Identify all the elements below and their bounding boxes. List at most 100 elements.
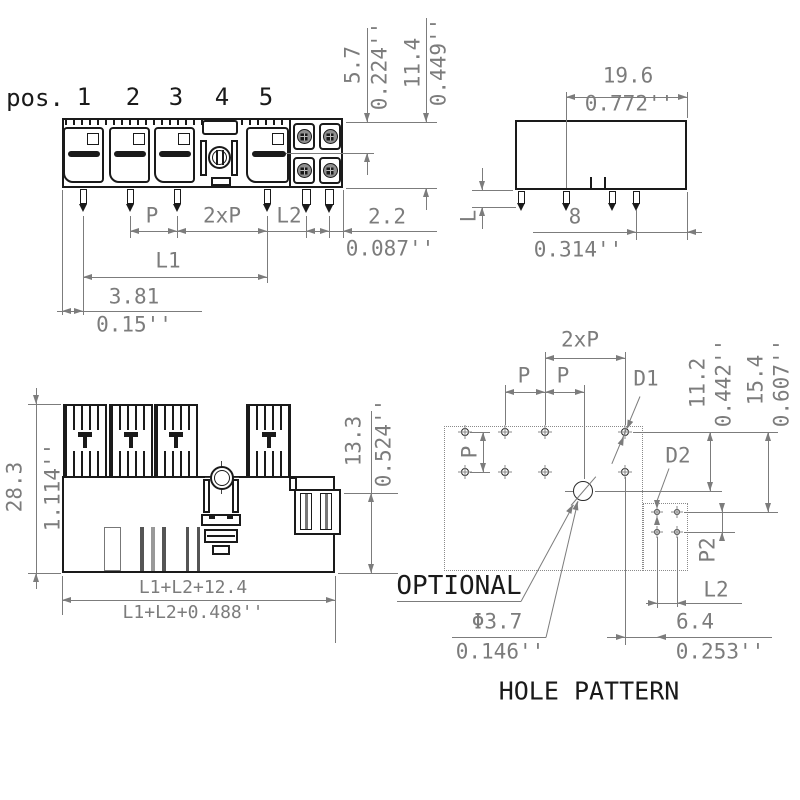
dim-arrow [505, 389, 514, 395]
dim-19.6-mm: 19.6 [602, 63, 654, 88]
dim-line [545, 358, 625, 359]
clamp-contact-stem [83, 436, 87, 448]
dim-line [482, 207, 483, 229]
label-L2: L2 [703, 577, 729, 602]
hole-pattern-title: HOLE PATTERN [498, 676, 680, 706]
pos-number-2: 2 [125, 83, 141, 111]
screw-slot-line [222, 150, 224, 165]
wire-slot-2 [114, 151, 146, 157]
contact-ring [322, 163, 338, 178]
dim-line [83, 277, 267, 278]
drill-hole [541, 428, 549, 436]
dim-line [483, 432, 484, 472]
ext-line [687, 192, 688, 240]
dim-13.3-inch: 0.524'' [371, 398, 396, 488]
ext-line [267, 216, 268, 283]
ext-line [584, 385, 585, 479]
dim-arrow [177, 228, 186, 234]
dim-2xP: 2xP [561, 327, 599, 352]
clamp-nut-tooth [209, 514, 215, 519]
comb-group-2 [109, 404, 153, 478]
ext-line [83, 216, 84, 315]
ext-line [338, 573, 398, 574]
dim-5.7-mm: 5.7 [340, 46, 365, 84]
ext-line [346, 122, 437, 123]
clamp-corner-detail [272, 133, 284, 145]
dim-arrow [719, 503, 725, 512]
clamp-corner-detail [87, 133, 99, 145]
drill-hole-d2 [674, 509, 680, 515]
ext-line [545, 352, 546, 425]
contact-cell [319, 157, 341, 184]
dim-line [482, 168, 483, 190]
dim-arrow [707, 482, 713, 491]
comb-group-3 [154, 404, 198, 478]
ext-line [343, 190, 344, 238]
drill-hole-d2 [654, 529, 660, 535]
fraction-line [452, 637, 546, 638]
dim-19.6-inch: 0.772'' [584, 91, 674, 116]
dim-11.2-mm: 11.2 [685, 357, 710, 409]
drill-hole [621, 468, 629, 476]
dim-line [62, 600, 335, 601]
dim-arrow [719, 532, 725, 541]
contact-cell [293, 157, 315, 184]
comb-band [67, 429, 103, 451]
ext-line [62, 576, 63, 615]
ext-line [177, 216, 178, 238]
pos-number-5: 5 [258, 83, 274, 111]
ext-line [28, 404, 61, 405]
dim-2.2-mm: 2.2 [368, 204, 406, 229]
label-D2: D2 [665, 443, 691, 468]
ext-line [625, 477, 626, 645]
dim-arrow [306, 228, 315, 234]
wire-slot-1 [68, 151, 100, 157]
comb-group-4 [246, 404, 291, 478]
clamp-yoke-right [232, 479, 239, 513]
dim-pin-length: L [456, 209, 481, 223]
screw-inner-circle [212, 150, 227, 165]
dim-arrow [33, 395, 39, 404]
solder-pin-tip [517, 203, 525, 211]
solder-pin [302, 189, 311, 205]
dim-arrow [616, 355, 625, 361]
dim-arrow [83, 274, 92, 280]
leader-d2 [656, 468, 670, 502]
clamp-contact [169, 431, 183, 437]
dim-arrow [765, 503, 771, 512]
dim-arrow [616, 634, 625, 640]
dim-arrow [765, 432, 771, 441]
dim-arrow [648, 600, 657, 606]
right-slot [320, 493, 332, 530]
dim-13.3-mm: 13.3 [341, 415, 366, 467]
pos-number-4: 4 [214, 83, 230, 111]
dim-3.81-inch: 0.15'' [96, 312, 172, 337]
dim-arrow [480, 432, 486, 441]
pos-number-3: 3 [168, 83, 184, 111]
dim-arrow [479, 207, 485, 216]
drill-hole-d2 [654, 509, 660, 515]
dim-arrow [130, 228, 139, 234]
solder-pin-tip [79, 204, 87, 212]
dim-5.7-inch: 0.224'' [367, 21, 392, 111]
dim-line [426, 18, 427, 122]
ext-line [472, 207, 516, 208]
dim-arrow [575, 389, 584, 395]
ext-line [346, 188, 437, 189]
drill-hole [461, 428, 469, 436]
dim-arrow [657, 634, 666, 640]
dim-arrow [368, 493, 374, 502]
dim-line [371, 411, 372, 573]
dim-arrow [33, 573, 39, 582]
dim-arrow [545, 389, 554, 395]
clamp-unit-5 [246, 127, 289, 183]
dim-11.4-inch: 0.449'' [426, 17, 451, 107]
ext-line [329, 216, 330, 238]
clamp-body-line [207, 535, 235, 537]
centerline-tick [565, 491, 573, 492]
solder-pin-tip [608, 203, 616, 211]
solder-pin-tip [263, 204, 271, 212]
dim-arrow [364, 153, 370, 162]
dim-P-top-2: P [556, 363, 570, 388]
